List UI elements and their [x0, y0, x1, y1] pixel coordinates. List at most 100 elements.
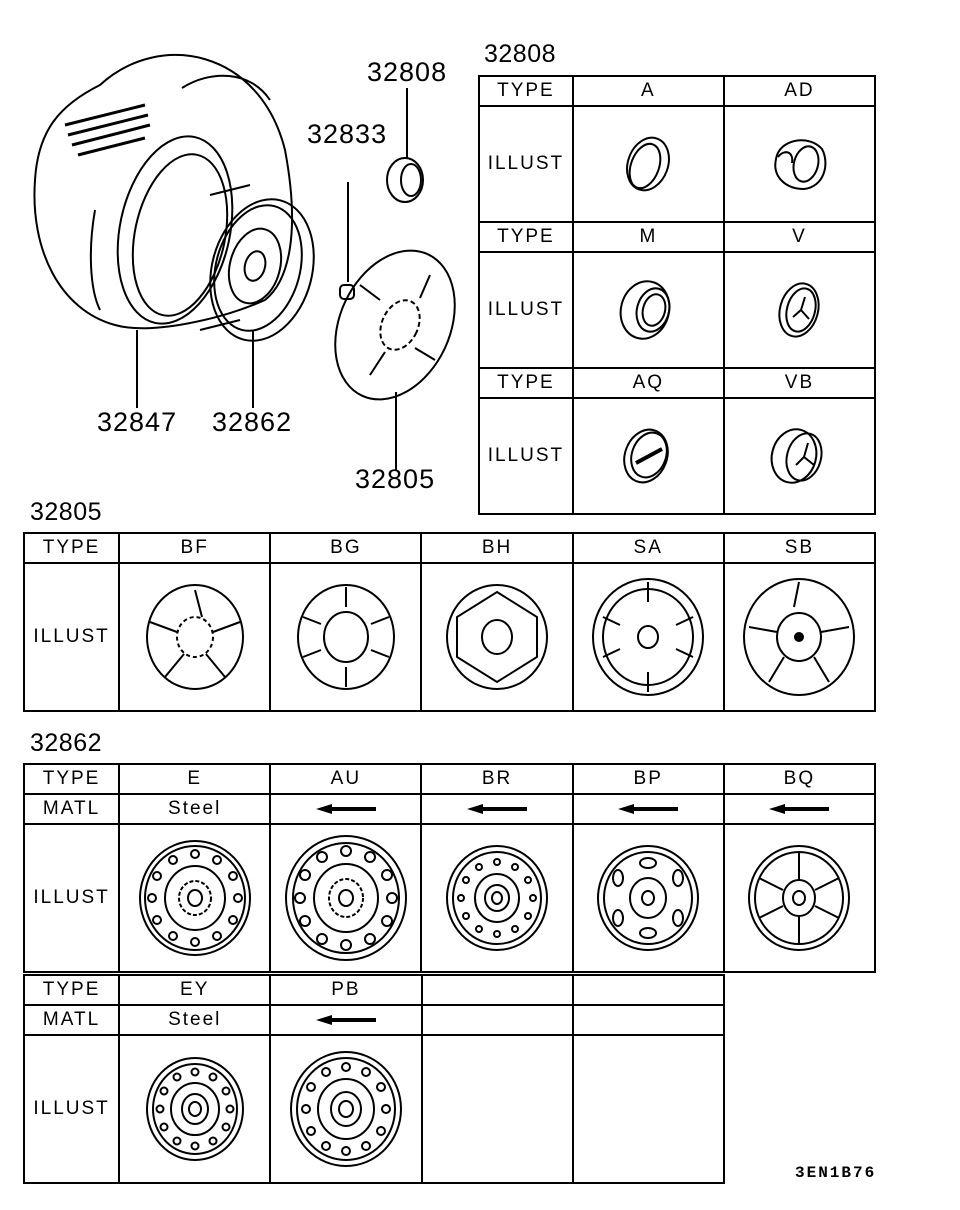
type-cell: BF: [118, 532, 272, 564]
wheel-cover-bh-icon: [446, 584, 549, 690]
type-label: TYPE: [478, 75, 574, 107]
table-32808: TYPE A AD ILLUST TYPE M V ILLUST TYPE AQ…: [478, 75, 877, 515]
cap-ad-icon: [774, 139, 827, 191]
illust-label: ILLUST: [478, 251, 574, 369]
illust-wheel-pb: [269, 1034, 423, 1184]
cap-a-icon: [626, 136, 671, 192]
section-title-32862: 32862: [30, 729, 103, 757]
steel-wheel-ey-icon: [145, 1057, 244, 1161]
steel-wheel-e-icon: [138, 840, 251, 956]
matl-cell: [269, 793, 423, 825]
illust-wheel-ey: [118, 1034, 272, 1184]
matl-cell: Steel: [118, 1004, 272, 1036]
illust-cover-bh: [420, 562, 574, 712]
exploded-view: 32808 32833 32847 32862 32805: [0, 30, 480, 500]
type-cell-empty: [420, 974, 574, 1006]
matl-cell: [722, 793, 877, 825]
matl-label: MATL: [22, 1004, 121, 1036]
illust-wheel-bq: [722, 823, 877, 973]
type-cell: VB: [722, 367, 877, 399]
type-label: TYPE: [22, 763, 121, 795]
illust-cap-ad: [722, 105, 877, 223]
illust-cover-bg: [269, 562, 423, 712]
type-cell: BH: [420, 532, 574, 564]
cap-v-icon: [778, 282, 821, 338]
illust-label: ILLUST: [478, 397, 574, 515]
diagram-code: 3EN1B76: [795, 1164, 877, 1182]
type-cell: V: [722, 221, 877, 253]
type-cell: BQ: [722, 763, 877, 795]
illust-cover-sb: [722, 562, 877, 712]
matl-cell-empty: [420, 1004, 574, 1036]
matl-cell: [571, 793, 725, 825]
matl-cell: [420, 793, 574, 825]
illust-wheel-e: [118, 823, 272, 973]
callout-32833: 32833: [307, 119, 388, 149]
type-cell: PB: [269, 974, 423, 1006]
type-cell: AQ: [571, 367, 725, 399]
illust-cap-aq: [571, 397, 725, 515]
same-as-left-arrow-icon: [467, 803, 528, 814]
wheel-cover-bg-icon: [296, 584, 395, 690]
illust-cap-v: [722, 251, 877, 369]
type-cell: SA: [571, 532, 725, 564]
illust-cell-empty: [420, 1034, 574, 1184]
illust-label: ILLUST: [478, 105, 574, 223]
table-32805: TYPE BF BG BH SA SB ILLUST: [22, 532, 877, 712]
matl-cell: [269, 1004, 423, 1036]
type-cell: BR: [420, 763, 574, 795]
steel-wheel-bq-icon: [748, 845, 851, 951]
steel-wheel-bp-icon: [597, 845, 700, 951]
steel-wheel-pb-icon: [289, 1051, 402, 1167]
illust-cap-a: [571, 105, 725, 223]
matl-cell-empty: [571, 1004, 726, 1036]
callout-32805: 32805: [355, 464, 436, 494]
wheel-cover-sb-icon: [743, 578, 856, 696]
same-as-left-arrow-icon: [315, 803, 376, 814]
illust-label: ILLUST: [22, 562, 121, 712]
callout-32808: 32808: [367, 57, 448, 87]
type-cell: E: [118, 763, 272, 795]
type-cell: AU: [269, 763, 423, 795]
section-title-32808: 32808: [484, 40, 557, 68]
illust-label: ILLUST: [22, 1034, 121, 1184]
callout-32847: 32847: [97, 407, 178, 437]
illust-cap-m: [571, 251, 725, 369]
table-32862-row2: TYPE EY PB MATL Steel ILLUST: [22, 974, 726, 1184]
type-label: TYPE: [478, 221, 574, 253]
type-cell: BP: [571, 763, 725, 795]
type-cell: SB: [722, 532, 877, 564]
type-cell: AD: [722, 75, 877, 107]
type-label: TYPE: [22, 974, 121, 1006]
table-32862-row1: TYPE E AU BR BP BQ MATL Steel ILLUST: [22, 763, 877, 973]
type-cell-empty: [571, 974, 726, 1006]
illust-cell-empty: [571, 1034, 726, 1184]
illust-cap-vb: [722, 397, 877, 515]
same-as-left-arrow-icon: [769, 803, 830, 814]
callout-32862: 32862: [212, 407, 293, 437]
wheel-cover-sa-icon: [592, 578, 705, 696]
matl-label: MATL: [22, 793, 121, 825]
type-cell: EY: [118, 974, 272, 1006]
wheel-cover-bf-icon: [145, 584, 244, 690]
cap-vb-icon: [771, 428, 823, 484]
illust-wheel-br: [420, 823, 574, 973]
same-as-left-arrow-icon: [315, 1014, 376, 1025]
illust-cover-bf: [118, 562, 272, 712]
matl-cell: Steel: [118, 793, 272, 825]
same-as-left-arrow-icon: [618, 803, 679, 814]
cap-m-icon: [619, 280, 671, 340]
type-cell: BG: [269, 532, 423, 564]
type-cell: A: [571, 75, 725, 107]
illust-wheel-bp: [571, 823, 725, 973]
illust-label: ILLUST: [22, 823, 121, 973]
section-title-32805: 32805: [30, 498, 103, 526]
steel-wheel-au-icon: [284, 835, 407, 961]
tire-wheel-exploded-illustration: [33, 54, 456, 470]
steel-wheel-br-icon: [446, 845, 549, 951]
type-cell: M: [571, 221, 725, 253]
type-label: TYPE: [478, 367, 574, 399]
type-label: TYPE: [22, 532, 121, 564]
illust-wheel-au: [269, 823, 423, 973]
cap-aq-icon: [623, 428, 670, 484]
